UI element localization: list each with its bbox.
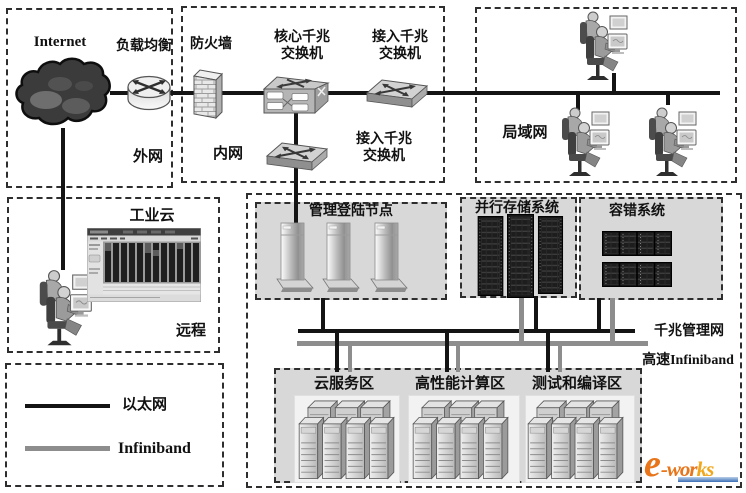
eworks-logo-bar [678,477,738,482]
industrial-cloud-label: 工业云 [129,208,175,224]
server-cluster-icon [412,398,510,480]
zone-label-cloud-service: 云服务区 [313,376,375,392]
server-cluster-icon [527,398,625,480]
internet-cloud-icon [15,57,111,126]
ethernet-line [168,91,196,95]
infiniband-line [558,344,562,372]
industrial-cloud-screenshot [87,228,201,302]
wan-zone-box [6,8,173,188]
mgmt-tower-server-icon [276,222,314,292]
access-switch-icon-bottom [266,142,328,171]
fault-module-icon [602,231,672,256]
ethernet-line [445,331,449,372]
intranet-zone-label: 内网 [212,146,244,162]
lan-user-icon [648,107,697,177]
ethernet-line [218,91,267,95]
mgmt-nodes-label: 管理登陆节点 [309,204,393,219]
storage-rack-icon [507,214,534,298]
ethernet-line [321,298,325,331]
lan-zone-box [475,7,737,183]
ethernet-line [666,93,670,105]
access-switch-bottom-label: 接入千兆 交换机 [356,132,412,164]
load-balancer-label: 负载均衡 [116,39,172,54]
ethernet-line [110,91,128,95]
infiniband-line [456,344,460,372]
infiniband-line [519,296,524,345]
fault-module-icon [602,262,672,287]
access-switch-top-label: 接入千兆 交换机 [372,30,428,62]
ethernet-line [335,331,339,372]
legend-infiniband-line [25,446,110,451]
ethernet-line [612,73,616,93]
firewall-label: 防火墙 [190,37,232,52]
ethernet-line-internet-remote [61,128,65,270]
lan-zone-label: 局域网 [502,125,548,141]
ethernet-line [597,298,601,333]
remote-zone-label: 远程 [175,323,207,339]
core-switch-icon [262,76,330,114]
access-switch-icon-top [366,79,428,108]
zone-label-hpc: 高性能计算区 [414,376,506,392]
ethernet-line [294,108,298,146]
storage-rack-icon [477,216,504,296]
wan-zone-label: 外网 [132,149,164,165]
eworks-logo-e: e [644,443,661,485]
eworks-logo-ks: ks [696,457,715,481]
ethernet-line [534,296,538,333]
lan-user-icon [561,107,610,177]
zone-label-test-compile: 测试和编译区 [531,376,623,392]
lan-user-icon [579,11,628,81]
ethernet-line [576,93,580,110]
server-cluster-icon [298,398,396,480]
eworks-logo: e-works [644,444,744,490]
remote-zone-box [7,197,220,353]
infiniband-network-label: 高速Infiniband [642,353,734,368]
firewall-icon [192,69,224,120]
mgmt-network-label: 千兆管理网 [654,324,724,339]
ethernet-line [326,91,370,95]
ethernet-line-lan-bus [423,91,720,95]
mgmt-tower-server-icon [370,222,408,292]
infiniband-line [610,298,615,345]
load-balancer-router-icon [127,75,171,111]
mgmt-tower-server-icon [322,222,360,292]
core-switch-label: 核心千兆 交换机 [274,30,330,62]
internet-label: Internet [33,34,87,50]
legend-ethernet-line [25,404,110,408]
mgmt-network-bus [298,329,635,333]
storage-label: 并行存储系统 [475,201,559,216]
ethernet-line [294,166,298,224]
legend-ethernet-label: 以太网 [122,397,168,413]
infiniband-line [348,344,352,372]
datacenter-box [246,193,742,488]
fault-tolerance-label: 容错系统 [609,204,665,219]
legend-box [5,363,224,487]
infiniband-bus [297,341,648,346]
ethernet-line [546,331,550,372]
legend-infiniband-label: Infiniband [118,440,191,457]
storage-rack-icon [537,216,564,294]
